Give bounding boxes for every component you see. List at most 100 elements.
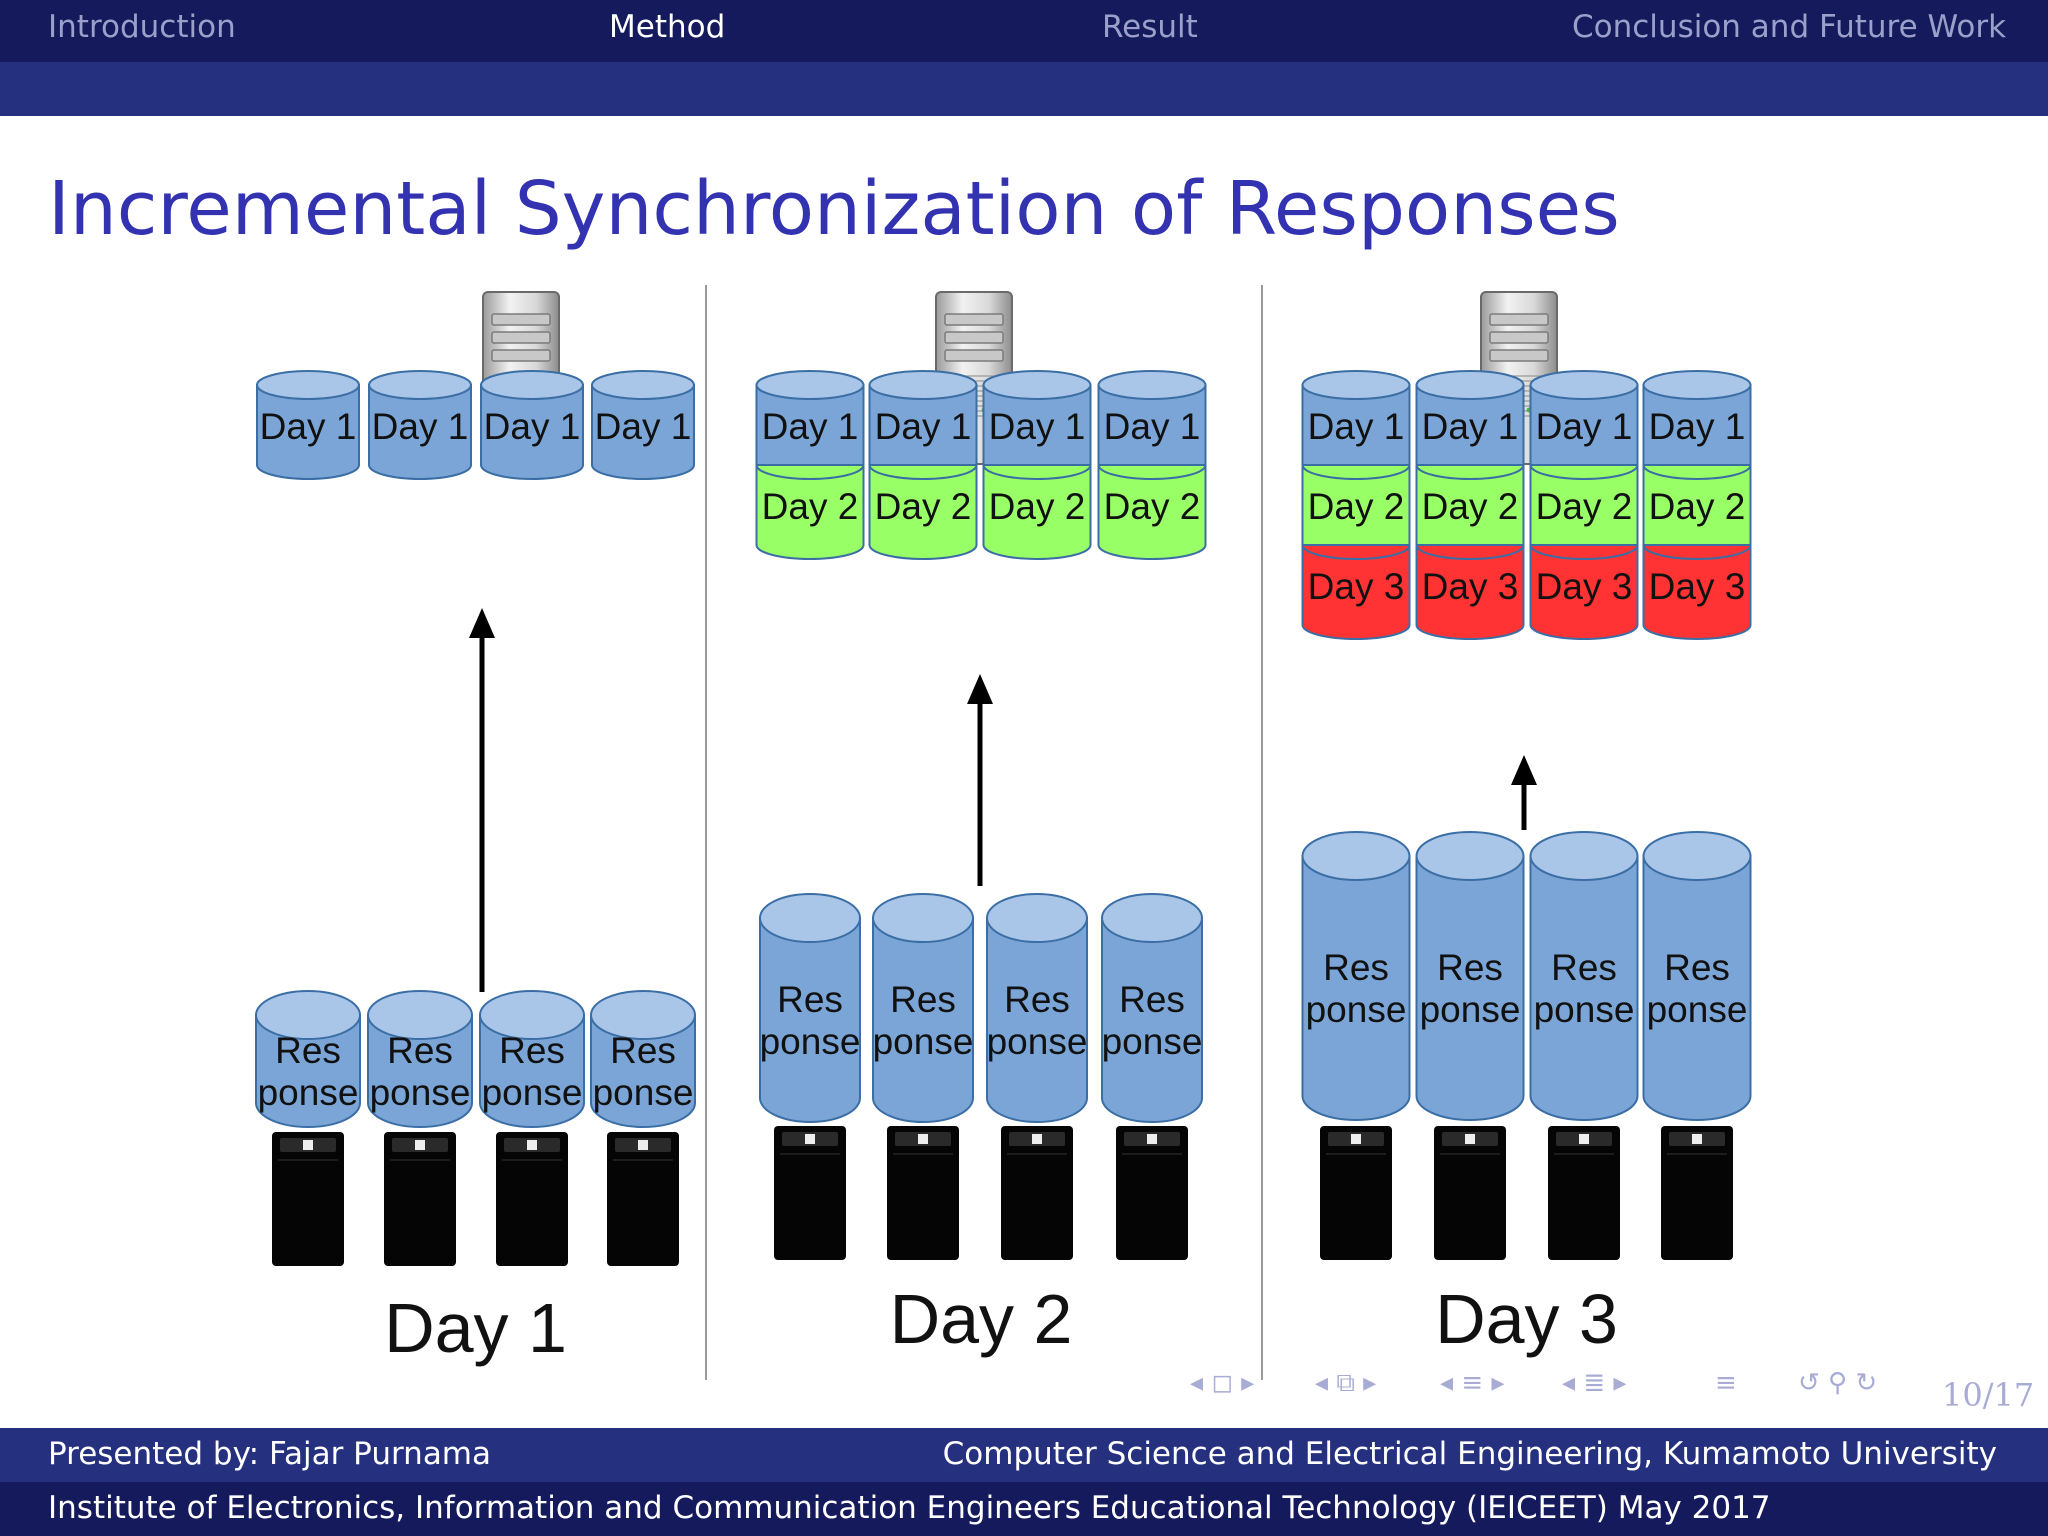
storage-segment	[1415, 544, 1525, 640]
response-cylinder: Response	[1642, 831, 1752, 1121]
response-label: Res	[1323, 947, 1389, 988]
footer-affiliation: Computer Science and Electrical Engineer…	[942, 1436, 1997, 1472]
response-cylinder: Response	[255, 990, 361, 1128]
storage-segment	[1097, 464, 1207, 560]
response-label: ponse	[1306, 989, 1407, 1030]
storage-segment-label: Day 1	[1422, 406, 1519, 447]
nav-introduction[interactable]: Introduction	[48, 9, 236, 45]
response-label: Res	[1664, 947, 1730, 988]
response-label: ponse	[987, 1021, 1088, 1062]
storage-segment-label: Day 1	[1536, 406, 1633, 447]
storage-segment-label: Day 3	[1422, 566, 1519, 607]
storage-segment-label: Day 2	[1422, 486, 1519, 527]
segment-edge	[1529, 544, 1639, 560]
device-icon	[774, 1126, 846, 1260]
footer-bar: Presented by: Fajar Purnama Computer Sci…	[0, 1428, 2048, 1482]
storage-cylinder: Day 1	[256, 370, 360, 480]
storage-segment-label: Day 1	[1649, 406, 1746, 447]
response-label: Res	[1551, 947, 1617, 988]
storage-segment	[755, 464, 865, 560]
frame-nav-icon[interactable]: ◂ ◻ ▸	[1190, 1368, 1255, 1398]
response-label: Res	[1437, 947, 1503, 988]
nav-conclusion[interactable]: Conclusion and Future Work	[1572, 9, 2007, 45]
cylinder-top	[1301, 370, 1411, 400]
sync-arrow-head	[967, 674, 993, 704]
response-cylinder: Response	[759, 893, 861, 1123]
response-label: Res	[610, 1030, 676, 1071]
cylinder-top	[591, 370, 695, 400]
section-nav-icon[interactable]: ◂ ≡ ▸	[1440, 1368, 1505, 1398]
cylinder-top	[755, 370, 865, 400]
storage-segment	[1529, 544, 1639, 640]
response-cylinder: Response	[1529, 831, 1639, 1121]
storage-segment	[1301, 544, 1411, 640]
segment-edge	[1642, 544, 1752, 560]
storage-segment	[368, 384, 472, 480]
cylinder-top	[480, 370, 584, 400]
response-label: Res	[275, 1030, 341, 1071]
footer-event: Institute of Electronics, Information an…	[48, 1490, 1771, 1526]
storage-segment-label: Day 2	[875, 486, 972, 527]
storage-segment-label: Day 1	[875, 406, 972, 447]
storage-segment	[868, 464, 978, 560]
panel-caption: Day 1	[384, 1289, 567, 1367]
segment-edge	[1415, 464, 1525, 480]
storage-cylinder: Day 1 Day 2 Day 3	[1415, 370, 1525, 640]
response-cylinder: Response	[1101, 893, 1203, 1123]
response-cylinder: Response	[590, 990, 696, 1128]
device-icon	[1661, 1126, 1733, 1260]
storage-segment-label: Day 1	[1104, 406, 1201, 447]
device-icon	[607, 1132, 679, 1266]
device-icon	[384, 1132, 456, 1266]
storage-segment	[480, 384, 584, 480]
menu-icon[interactable]: ≡	[1715, 1368, 1737, 1398]
storage-segment-label: Day 1	[762, 406, 859, 447]
nav-method[interactable]: Method	[609, 9, 726, 45]
response-cylinder: Response	[479, 990, 585, 1128]
response-label: ponse	[370, 1072, 471, 1113]
slide-title: Incremental Synchronization of Responses	[48, 166, 1620, 252]
storage-segment-label: Day 2	[989, 486, 1086, 527]
document-nav-icon[interactable]: ◂ ≣ ▸	[1562, 1368, 1627, 1398]
cylinder-top	[868, 370, 978, 400]
page-number: 10/17	[1942, 1376, 2035, 1414]
sync-arrow-head	[1511, 755, 1537, 785]
response-cylinder: Response	[1415, 831, 1525, 1121]
cylinder-top	[1529, 370, 1639, 400]
segment-edge	[868, 464, 978, 480]
device-icon	[1320, 1126, 1392, 1260]
response-label: ponse	[1647, 989, 1748, 1030]
subsection-nav-icon[interactable]: ◂ ⧉ ▸	[1315, 1368, 1377, 1398]
nav-result[interactable]: Result	[1102, 9, 1198, 45]
response-label: ponse	[593, 1072, 694, 1113]
device-icon	[1434, 1126, 1506, 1260]
cylinder-top	[368, 370, 472, 400]
cylinder-top	[1415, 370, 1525, 400]
device-icon	[887, 1126, 959, 1260]
storage-segment-label: Day 2	[1308, 486, 1405, 527]
response-label: Res	[1119, 979, 1185, 1020]
storage-segment-label: Day 2	[1104, 486, 1201, 527]
response-cylinder: Response	[986, 893, 1088, 1123]
sync-arrow-head	[469, 608, 495, 638]
device-icon	[1116, 1126, 1188, 1260]
cylinder-top	[256, 370, 360, 400]
segment-edge	[755, 464, 865, 480]
device-icon	[272, 1132, 344, 1266]
segment-edge	[1301, 464, 1411, 480]
response-label: ponse	[1534, 989, 1635, 1030]
segment-edge	[982, 464, 1092, 480]
storage-segment-label: Day 1	[372, 406, 469, 447]
response-label: ponse	[258, 1072, 359, 1113]
segment-edge	[1301, 544, 1411, 560]
search-icon[interactable]: ↺ ⚲ ↻	[1798, 1368, 1878, 1398]
storage-segment	[256, 384, 360, 480]
segment-edge	[1097, 464, 1207, 480]
segment-edge	[1642, 464, 1752, 480]
storage-segment	[1642, 544, 1752, 640]
